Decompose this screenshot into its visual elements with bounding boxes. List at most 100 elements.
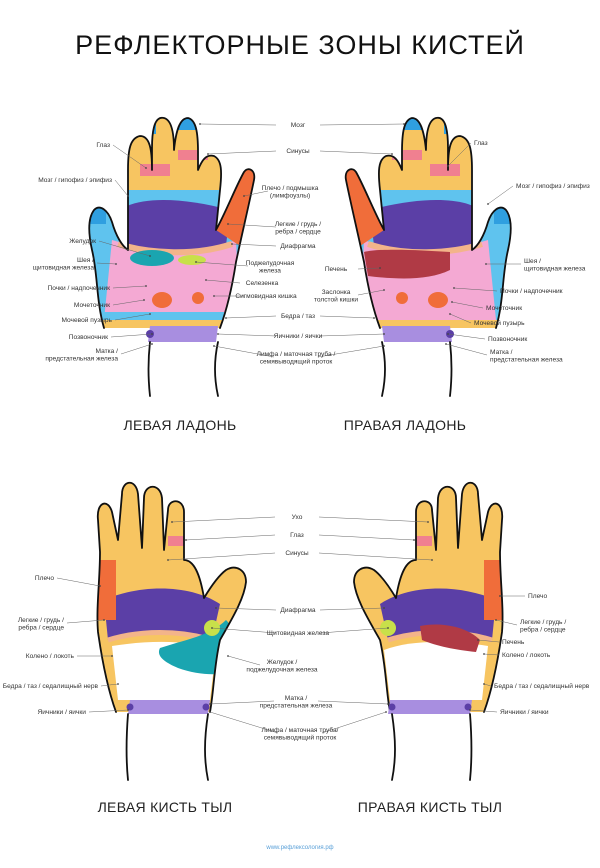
zone-label: Почки / надпочечник bbox=[500, 288, 563, 295]
zone-label: Колено / локоть bbox=[502, 652, 551, 659]
leader-line bbox=[357, 289, 385, 296]
leader-dot bbox=[205, 279, 207, 281]
zone-label: Диафрагма bbox=[280, 607, 316, 614]
zone-label: Печень bbox=[502, 639, 525, 646]
leader-line bbox=[120, 343, 153, 355]
zone-label-line: ребра / сердце bbox=[275, 228, 321, 236]
zone-label-line: Глаз bbox=[96, 142, 110, 149]
zone-label-line: Матка / bbox=[490, 349, 513, 356]
zone-label-line: Печень bbox=[502, 639, 525, 646]
leader-dot bbox=[387, 627, 389, 629]
leader-dot bbox=[487, 203, 489, 205]
zone-label-line: Мочевой пузырь bbox=[61, 316, 112, 324]
leader-line bbox=[217, 333, 277, 337]
zone-label-line: ребра / сердце bbox=[18, 624, 64, 632]
zone-label-line: Колено / локоть bbox=[26, 653, 75, 660]
zone-label: Мозг bbox=[291, 122, 306, 129]
leader-line bbox=[209, 700, 275, 705]
leader-line bbox=[211, 627, 277, 634]
leader-line bbox=[317, 700, 389, 705]
zone-label: Бедра / таз / седалищный нерв bbox=[3, 682, 99, 690]
leader-dot bbox=[149, 255, 151, 257]
leader-line bbox=[319, 150, 393, 155]
leader-line bbox=[495, 619, 518, 626]
zone-label-line: ребра / сердце bbox=[520, 626, 566, 634]
zone-label: Мочеточник bbox=[486, 305, 522, 312]
zone-label-line: Легкие / грудь / bbox=[275, 221, 321, 228]
zone-label-line: предстательная железа bbox=[490, 357, 563, 364]
zone-label: Глаз bbox=[290, 532, 304, 539]
leader-line bbox=[469, 709, 498, 713]
leader-line bbox=[357, 267, 381, 270]
leader-line bbox=[319, 607, 385, 611]
leader-line bbox=[487, 185, 514, 205]
zone-label: Глаз bbox=[474, 140, 488, 147]
website-footer: www.рефлексология.рф bbox=[266, 845, 334, 851]
zone-label: Матка /предстательная железа bbox=[490, 349, 563, 364]
leader-line bbox=[205, 279, 241, 284]
leader-dot bbox=[477, 639, 479, 641]
zone-label-line: предстательная железа bbox=[260, 703, 333, 710]
zone-label-line: Синусы bbox=[286, 148, 310, 155]
leader-line bbox=[319, 627, 389, 634]
leader-dot bbox=[211, 627, 213, 629]
leader-line bbox=[451, 301, 484, 309]
leader-dot bbox=[185, 539, 187, 541]
zone-label-line: щитовидная железа bbox=[524, 266, 586, 273]
leader-dot bbox=[213, 295, 215, 297]
leader-line bbox=[112, 299, 145, 306]
leader-line bbox=[321, 711, 387, 734]
leader-line bbox=[483, 653, 500, 656]
zone-label-line: Мозг / гипофиз / эпифиз bbox=[38, 177, 112, 184]
leader-dot bbox=[431, 559, 433, 561]
zone-label-line: семявыводящий проток bbox=[260, 358, 333, 366]
leader-dot bbox=[449, 313, 451, 315]
leader-line bbox=[483, 683, 492, 687]
leader-dot bbox=[209, 703, 211, 705]
zone-label: Матка /предстательная железа bbox=[260, 695, 333, 710]
zone-label-line: Колено / локоть bbox=[502, 652, 551, 659]
page-title: РЕФЛЕКТОРНЫЕ ЗОНЫ КИСТЕЙ bbox=[75, 30, 525, 60]
zone-label-line: Лимфа / маточная труба / bbox=[257, 350, 336, 358]
zone-label: Мочевой пузырь bbox=[474, 319, 525, 327]
leader-dot bbox=[485, 263, 487, 265]
leader-dot bbox=[117, 683, 119, 685]
leader-dot bbox=[391, 153, 393, 155]
leader-line bbox=[319, 315, 375, 319]
leader-line bbox=[318, 552, 433, 561]
zone-label: Бедра / таз / седалищный нерв bbox=[494, 682, 590, 690]
zone-label-line: Матка / bbox=[96, 348, 119, 355]
caption-right-back: ПРАВАЯ КИСТЬ ТЫЛ bbox=[358, 799, 502, 815]
zone-label-line: Ухо bbox=[292, 514, 303, 521]
zone-label: Плечо bbox=[35, 575, 54, 582]
leader-line bbox=[215, 607, 277, 611]
leader-line bbox=[318, 516, 429, 523]
zone-label: Яичники / яички bbox=[274, 333, 323, 340]
leader-dot bbox=[151, 343, 153, 345]
zone-label-line: Поджелудочная bbox=[246, 260, 295, 267]
leader-dot bbox=[387, 703, 389, 705]
left-palm-outline bbox=[88, 116, 256, 329]
caption-left-back: ЛЕВАЯ КИСТЬ ТЫЛ bbox=[98, 799, 233, 815]
leader-dot bbox=[373, 317, 375, 319]
zone-label: Мочевой пузырь bbox=[61, 316, 112, 324]
leader-line bbox=[185, 534, 276, 541]
leader-dot bbox=[469, 709, 471, 711]
leader-dot bbox=[145, 285, 147, 287]
zone-label: Мозг / гипофиз / эпифиз bbox=[38, 177, 112, 184]
caption-right-palm: ПРАВАЯ ЛАДОНЬ bbox=[344, 417, 467, 433]
zone-label-line: предстательная железа bbox=[45, 356, 118, 363]
zone-label-line: семявыводящий проток bbox=[264, 734, 337, 742]
leader-line bbox=[98, 240, 151, 257]
zone-label: Диафрагма bbox=[280, 243, 316, 250]
leader-dot bbox=[167, 559, 169, 561]
zone-label-line: Легкие / грудь / bbox=[18, 617, 64, 624]
zone-label-line: щитовидная железа bbox=[33, 265, 95, 272]
leader-line bbox=[100, 683, 119, 687]
left-back-diagram bbox=[96, 481, 247, 781]
